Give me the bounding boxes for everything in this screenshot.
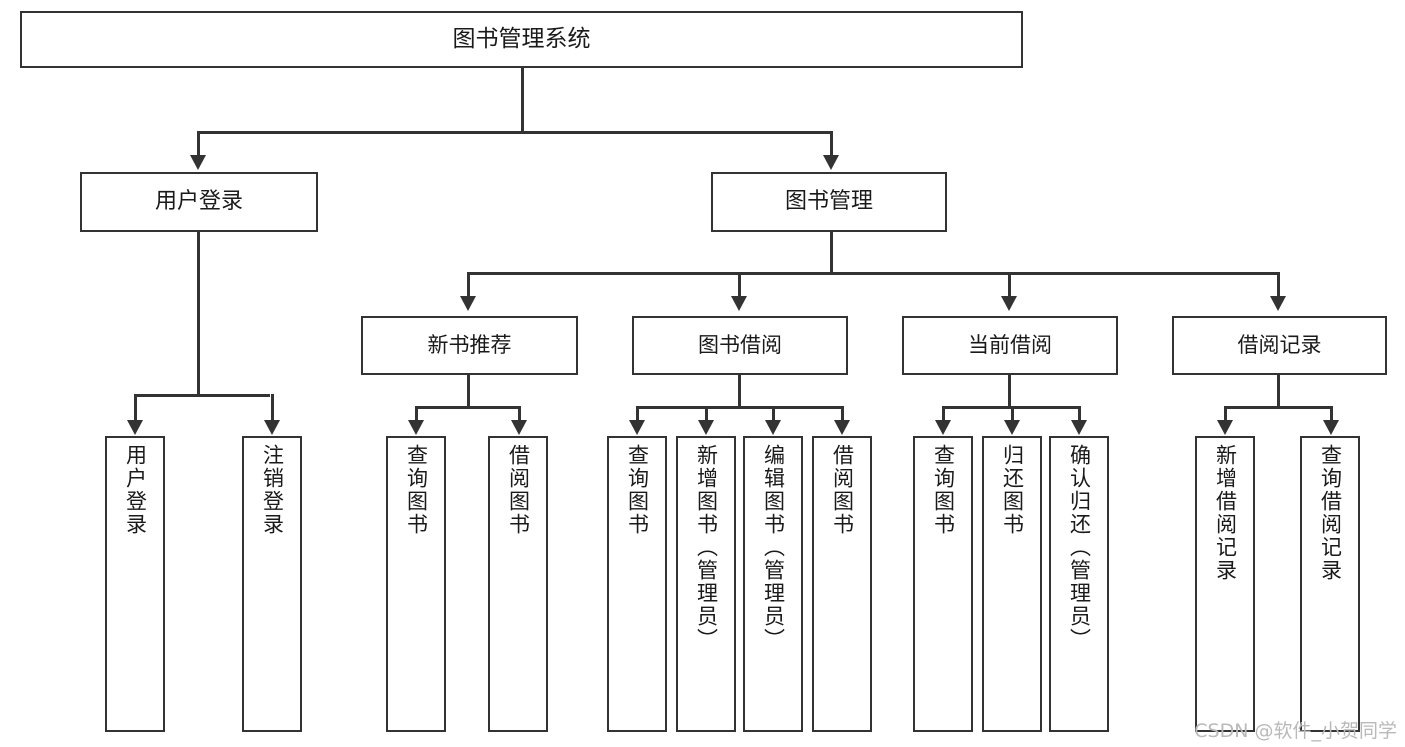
arrow-bb-to-leaf-3 [765, 420, 781, 435]
connector-book-management-bus [467, 272, 1279, 275]
node-user-login[interactable]: 用户登录 [80, 172, 318, 232]
connector-book-management-stem [830, 232, 833, 274]
arrow-bb-to-leaf-4 [834, 420, 850, 435]
connector-new-book-to-leaf-2 [518, 406, 521, 421]
connector-br-to-leaf-1 [1224, 406, 1227, 421]
connector-borrow-record-stem [1277, 375, 1280, 408]
arrow-bm-to-new-book [460, 296, 476, 311]
node-label: 借阅记录 [1237, 333, 1322, 358]
node-label: 新增图书（管理员） [694, 444, 719, 651]
connector-cb-to-leaf-2 [1011, 406, 1014, 421]
connector-root-bus [197, 131, 833, 134]
node-leaf-query-book-recommend[interactable]: 查询图书 [386, 436, 446, 732]
connector-user-login-bus [134, 394, 270, 397]
connector-bb-to-leaf-4 [841, 406, 844, 421]
node-leaf-add-borrow-record[interactable]: 新增借阅记录 [1195, 436, 1255, 732]
arrow-root-to-user-login [190, 155, 206, 170]
node-label: 用户登录 [123, 444, 148, 536]
connector-root-to-user-login [197, 131, 200, 155]
node-label: 查询图书 [931, 444, 956, 536]
node-current-borrow[interactable]: 当前借阅 [902, 316, 1118, 375]
node-leaf-query-book-current[interactable]: 查询图书 [913, 436, 973, 732]
node-label: 当前借阅 [968, 333, 1052, 358]
connector-bm-to-book-borrow [738, 272, 741, 296]
node-label: 用户登录 [154, 188, 243, 214]
arrow-bm-to-current-borrow [1001, 296, 1017, 311]
connector-new-book-stem [467, 375, 470, 408]
node-leaf-query-book-borrow[interactable]: 查询图书 [607, 436, 667, 732]
arrow-user-login-to-leaf-2 [264, 420, 280, 435]
node-new-book-recommend[interactable]: 新书推荐 [361, 316, 578, 375]
node-leaf-query-borrow-record[interactable]: 查询借阅记录 [1300, 436, 1360, 732]
connector-borrow-record-bus [1224, 406, 1332, 409]
arrow-cb-to-leaf-3 [1071, 420, 1087, 435]
arrow-br-to-leaf-1 [1217, 420, 1233, 435]
connector-current-borrow-stem [1008, 375, 1011, 408]
node-leaf-borrow-book-recommend[interactable]: 借阅图书 [488, 436, 548, 732]
arrow-new-book-to-leaf-1 [408, 420, 424, 435]
node-label: 查询图书 [404, 444, 429, 536]
arrow-bm-to-borrow-record [1270, 296, 1286, 311]
arrow-user-login-to-leaf-1 [127, 420, 143, 435]
connector-new-book-to-leaf-1 [415, 406, 418, 421]
node-label: 图书管理 [784, 188, 873, 214]
arrow-cb-to-leaf-1 [935, 420, 951, 435]
node-label: 确认归还（管理员） [1067, 444, 1092, 651]
connector-bb-to-leaf-2 [705, 406, 708, 421]
arrow-root-to-book-management [823, 155, 839, 170]
node-book-management[interactable]: 图书管理 [711, 172, 947, 232]
node-label: 新书推荐 [427, 333, 512, 358]
connector-user-login-to-leaf-1 [134, 394, 137, 421]
node-leaf-edit-book-admin[interactable]: 编辑图书（管理员） [743, 436, 803, 732]
node-leaf-user-login[interactable]: 用户登录 [105, 436, 165, 732]
connector-bm-to-new-book [467, 272, 470, 296]
node-label: 查询借阅记录 [1318, 444, 1343, 582]
arrow-new-book-to-leaf-2 [511, 420, 527, 435]
node-book-borrow[interactable]: 图书借阅 [632, 316, 848, 375]
node-label: 编辑图书（管理员） [761, 444, 786, 651]
node-leaf-confirm-return-admin[interactable]: 确认归还（管理员） [1049, 436, 1109, 732]
node-leaf-logout[interactable]: 注销登录 [242, 436, 302, 732]
connector-bm-to-current-borrow [1008, 272, 1011, 296]
connector-br-to-leaf-2 [1330, 406, 1333, 421]
node-label: 注销登录 [260, 444, 285, 536]
node-label: 归还图书 [1000, 444, 1025, 536]
arrow-bb-to-leaf-1 [629, 420, 645, 435]
node-leaf-borrow-book[interactable]: 借阅图书 [812, 436, 872, 732]
node-label: 借阅图书 [830, 444, 855, 536]
node-label: 新增借阅记录 [1213, 444, 1238, 582]
connector-user-login-stem [197, 232, 200, 395]
node-root-book-management-system[interactable]: 图书管理系统 [20, 11, 1023, 68]
connector-bb-to-leaf-3 [772, 406, 775, 421]
connector-cb-to-leaf-3 [1078, 406, 1081, 421]
arrow-br-to-leaf-2 [1323, 420, 1339, 435]
connector-root-to-book-management [830, 131, 833, 155]
connector-root-stem [521, 68, 524, 132]
connector-cb-to-leaf-1 [942, 406, 945, 421]
node-borrow-record[interactable]: 借阅记录 [1172, 316, 1387, 375]
node-leaf-return-book[interactable]: 归还图书 [982, 436, 1042, 732]
arrow-cb-to-leaf-2 [1004, 420, 1020, 435]
connector-bm-to-borrow-record [1277, 272, 1280, 296]
connector-new-book-bus [415, 406, 520, 409]
node-label: 借阅图书 [506, 444, 531, 536]
node-label: 查询图书 [625, 444, 650, 536]
connector-bb-to-leaf-1 [636, 406, 639, 421]
node-label: 图书借阅 [698, 333, 782, 358]
connector-user-login-to-leaf-2 [271, 394, 274, 421]
connector-book-borrow-stem [738, 375, 741, 408]
node-leaf-add-book-admin[interactable]: 新增图书（管理员） [676, 436, 736, 732]
node-label: 图书管理系统 [452, 25, 591, 52]
arrow-bb-to-leaf-2 [698, 420, 714, 435]
connector-book-borrow-bus [636, 406, 843, 409]
arrow-bm-to-book-borrow [731, 296, 747, 311]
